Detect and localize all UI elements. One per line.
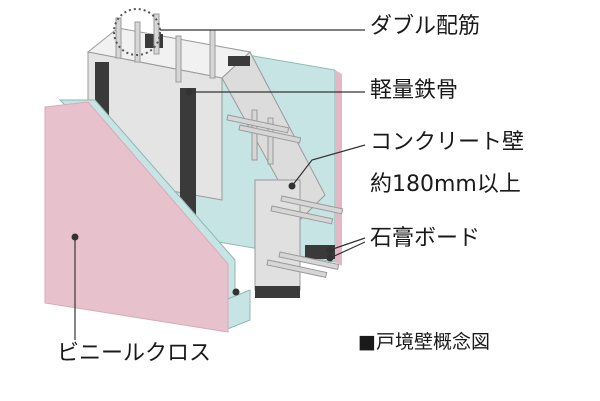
callout-line-gypsum-1	[329, 237, 366, 251]
rebar-horizontal	[266, 259, 328, 278]
callout-lines	[74, 29, 366, 340]
rebar-vertical	[153, 13, 160, 55]
rebar-vertical	[209, 29, 216, 79]
rebar-horizontal	[226, 114, 290, 134]
rebar-vertical	[175, 35, 182, 83]
rebar-horizontal	[278, 251, 340, 270]
callout-dot	[232, 288, 240, 296]
rebar-horizontal	[280, 195, 344, 215]
rebar-vertical	[134, 21, 141, 63]
rebar-group	[115, 13, 344, 278]
double-rebar-highlight	[113, 8, 161, 56]
label-light-steel: 軽量鉄骨	[370, 78, 459, 103]
rebar-horizontal	[238, 124, 302, 144]
back-board-edge	[335, 70, 342, 266]
rebar-horizontal	[270, 205, 334, 225]
label-concrete-thickness: 約180mm以上	[370, 172, 521, 197]
label-concrete-wall: コンクリート壁	[370, 130, 525, 155]
steel-stud-bottom	[255, 286, 300, 298]
rebar-vertical	[251, 109, 258, 161]
steel-stud-top	[228, 56, 250, 66]
vinyl-cloth-panel	[44, 101, 229, 333]
caption-marker: ■	[358, 331, 376, 353]
concrete-wall-lower	[254, 179, 301, 291]
label-vinyl-cloth: ビニールクロス	[57, 341, 212, 366]
rebar-vertical	[267, 117, 274, 165]
figure-caption: ■戸境壁概念図	[358, 333, 490, 352]
label-double-rebar: ダブル配筋	[370, 14, 481, 39]
label-gypsum-board: 石膏ボード	[370, 226, 481, 251]
callout-line-concrete-wall	[291, 144, 366, 187]
callout-line-gypsum-2	[329, 241, 366, 259]
caption-text: 戸境壁概念図	[375, 331, 490, 353]
rebar-vertical	[115, 17, 122, 59]
